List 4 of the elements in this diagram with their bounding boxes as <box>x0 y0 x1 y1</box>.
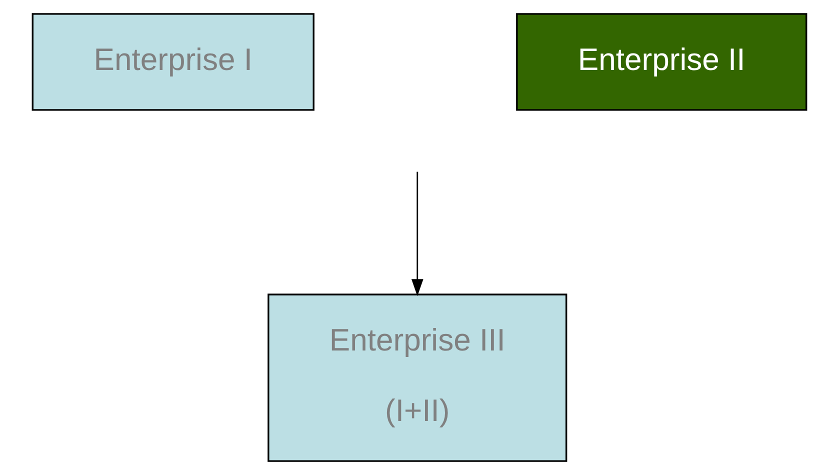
node-box: Enterprise III (I+II) <box>267 294 567 462</box>
arrow <box>410 172 423 296</box>
node-box: Enterprise II <box>516 13 807 111</box>
node-box: Enterprise I <box>31 13 314 111</box>
